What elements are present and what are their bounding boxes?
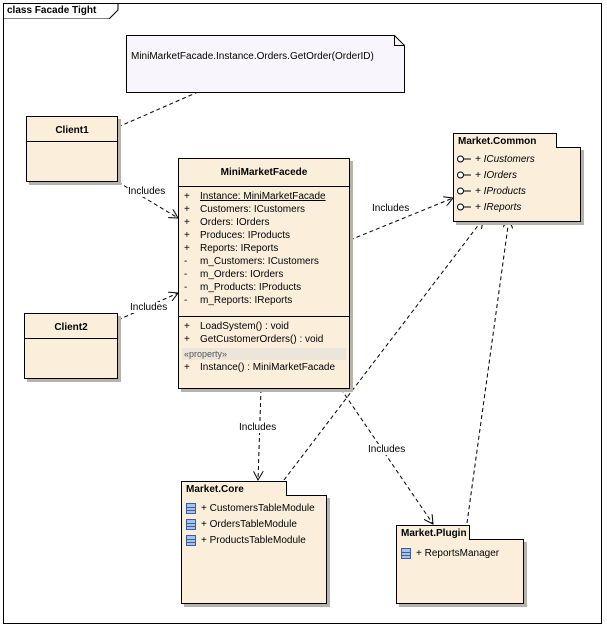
facade-common-line bbox=[349, 198, 453, 241]
common-item: + IProducts bbox=[457, 186, 526, 197]
facade-common-label: Includes bbox=[372, 203, 410, 214]
market-plugin-package[interactable]: Market.Plugin + ReportsManager bbox=[396, 525, 524, 604]
market-core-title: Market.Core bbox=[181, 481, 287, 496]
core-item: + OrdersTableModule bbox=[186, 519, 297, 530]
note-shape[interactable] bbox=[126, 35, 406, 93]
facade-plugin-label: Includes bbox=[368, 444, 406, 455]
note-text: MiniMarketFacade.Instance.Orders.GetOrde… bbox=[131, 51, 374, 62]
client1-title: Client1 bbox=[27, 117, 117, 142]
facade-operations: +LoadSystem() : void +GetCustomerOrders(… bbox=[179, 317, 349, 388]
market-common-package[interactable]: Market.Common + ICustomers + IOrders + I… bbox=[453, 133, 581, 222]
facade-attr-row: -m_Orders: IOrders bbox=[184, 269, 284, 280]
common-item: + ICustomers bbox=[457, 154, 535, 165]
client1-includes-line bbox=[117, 181, 178, 218]
table-module-icon bbox=[186, 535, 196, 546]
market-common-title: Market.Common bbox=[453, 133, 557, 148]
facade-attributes: +Instance: MiniMarketFacade +Customers: … bbox=[179, 187, 349, 317]
class-icon bbox=[401, 548, 411, 559]
property-stereotype: «property» bbox=[184, 349, 228, 359]
interface-icon bbox=[457, 155, 471, 163]
market-core-body bbox=[181, 495, 327, 604]
facade-attr-row: +Reports: IReports bbox=[184, 243, 279, 254]
stereotype-band bbox=[182, 348, 346, 360]
market-plugin-title: Market.Plugin bbox=[396, 525, 470, 540]
facade-op-row: +GetCustomerOrders() : void bbox=[184, 334, 324, 345]
facade-plugin-line bbox=[340, 388, 433, 524]
plugin-item: + ReportsManager bbox=[401, 548, 499, 559]
interface-icon bbox=[457, 171, 471, 179]
facade-attr-row: +Produces: IProducts bbox=[184, 230, 291, 241]
diagram-title: class Facade Tight bbox=[7, 5, 97, 16]
client2-class[interactable]: Client2 bbox=[24, 313, 118, 379]
client2-includes-line bbox=[117, 293, 178, 321]
frame-tab bbox=[3, 3, 119, 19]
facade-attr-row: -m_Customers: ICustomers bbox=[184, 256, 319, 267]
facade-core-label: Includes bbox=[239, 422, 277, 433]
core-common-line bbox=[283, 219, 483, 481]
interface-icon bbox=[457, 203, 471, 211]
facade-attr-row: +Instance: MiniMarketFacade bbox=[184, 191, 326, 202]
diagram-frame bbox=[3, 3, 602, 624]
facade-attr-row: +Customers: ICustomers bbox=[184, 204, 306, 215]
interface-icon bbox=[457, 187, 471, 195]
client2-includes-label: Includes bbox=[130, 302, 168, 313]
core-item: + ProductsTableModule bbox=[186, 535, 306, 546]
table-module-icon bbox=[186, 503, 196, 514]
note-anchor-line bbox=[117, 91, 199, 128]
common-item: + IReports bbox=[457, 202, 521, 213]
client1-includes-label: Includes bbox=[128, 186, 166, 197]
facade-title: MiniMarketFacede bbox=[179, 159, 349, 187]
table-module-icon bbox=[186, 519, 196, 530]
facade-op-row: +LoadSystem() : void bbox=[184, 321, 289, 332]
facade-core-line bbox=[258, 388, 261, 480]
facade-op-row: +Instance() : MiniMarketFacade bbox=[184, 362, 336, 373]
plugin-common-line bbox=[466, 219, 509, 524]
market-common-body bbox=[453, 147, 581, 222]
facade-attr-row: +Orders: IOrders bbox=[184, 217, 270, 228]
common-item: + IOrders bbox=[457, 170, 517, 181]
market-core-package[interactable]: Market.Core + CustomersTableModule + Ord… bbox=[181, 481, 327, 604]
core-item: + CustomersTableModule bbox=[186, 503, 315, 514]
client2-title: Client2 bbox=[25, 314, 117, 339]
facade-attr-row: -m_Reports: IReports bbox=[184, 295, 293, 306]
market-plugin-body bbox=[396, 539, 524, 604]
client1-class[interactable]: Client1 bbox=[26, 116, 118, 182]
facade-class[interactable]: MiniMarketFacede +Instance: MiniMarketFa… bbox=[178, 158, 350, 389]
facade-attr-row: -m_Products: IProducts bbox=[184, 282, 302, 293]
